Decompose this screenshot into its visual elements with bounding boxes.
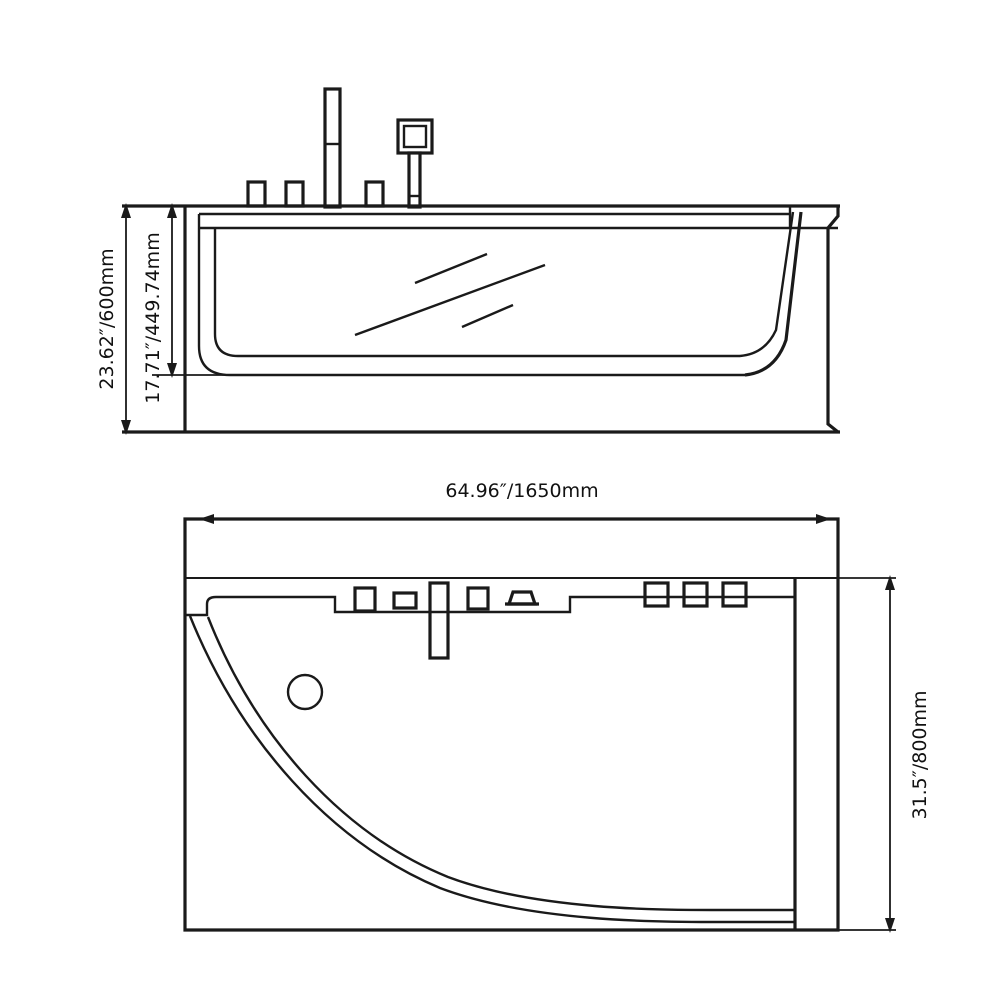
jet-port-2-icon	[392, 591, 418, 610]
dim-arrow-down-basin	[167, 363, 177, 378]
dim-arrow-up-width	[885, 575, 895, 590]
elevation-backrest-inner-line	[739, 211, 795, 358]
elevation-basin-inner-profile	[213, 228, 740, 358]
jet-port-4-icon	[643, 581, 670, 608]
handheld-shower-stem-icon	[407, 151, 422, 209]
jet-port-1-icon	[353, 586, 377, 613]
front-elevation-view: 23.62″/600mm 17.71″/449.74mm	[96, 87, 840, 435]
jet-port-6-icon	[721, 581, 748, 608]
plan-tub-spout-icon	[428, 581, 450, 660]
control-knob-2-icon	[284, 180, 305, 208]
dim-label-overall-width: 31.5″/800mm	[909, 690, 931, 819]
dim-arrow-down-overall	[121, 420, 131, 435]
elevation-fixture-group	[246, 87, 434, 209]
jet-port-3-icon	[466, 586, 490, 611]
plan-fixture-group	[353, 581, 748, 660]
control-knob-1-icon	[246, 180, 267, 208]
plan-basin-curve-inner	[206, 616, 795, 912]
dimension-basin-depth: 17.71″/449.74mm	[142, 203, 230, 404]
plan-basin-deck-ledge	[185, 595, 795, 617]
dim-arrow-up-basin	[167, 203, 177, 218]
drain-fitting-icon	[506, 590, 538, 606]
elevation-highlight-lines	[354, 252, 546, 337]
plan-basin-curve-outer	[188, 615, 795, 924]
highlight-line-upper	[414, 252, 488, 285]
dim-arrow-down-width	[885, 918, 895, 933]
tub-spout-icon	[323, 87, 342, 209]
dim-arrow-up-overall	[121, 203, 131, 218]
control-knob-3-icon	[364, 180, 385, 208]
dim-label-basin-depth: 17.71″/449.74mm	[142, 232, 164, 403]
dim-label-overall-length: 64.96″/1650mm	[445, 480, 598, 502]
handheld-shower-head-inner-icon	[402, 124, 428, 149]
dim-label-overall-height: 23.62″/600mm	[96, 248, 118, 389]
dimension-overall-height: 23.62″/600mm	[96, 203, 190, 435]
drain-hole-icon	[286, 673, 324, 711]
highlight-line-lower	[461, 303, 514, 329]
elevation-backrest-outer-line	[744, 211, 803, 377]
dimension-overall-width: 31.5″/800mm	[838, 575, 931, 933]
highlight-line-long	[354, 263, 546, 337]
jet-port-5-icon	[682, 581, 709, 608]
top-plan-view: 64.96″/1650mm	[183, 480, 931, 933]
